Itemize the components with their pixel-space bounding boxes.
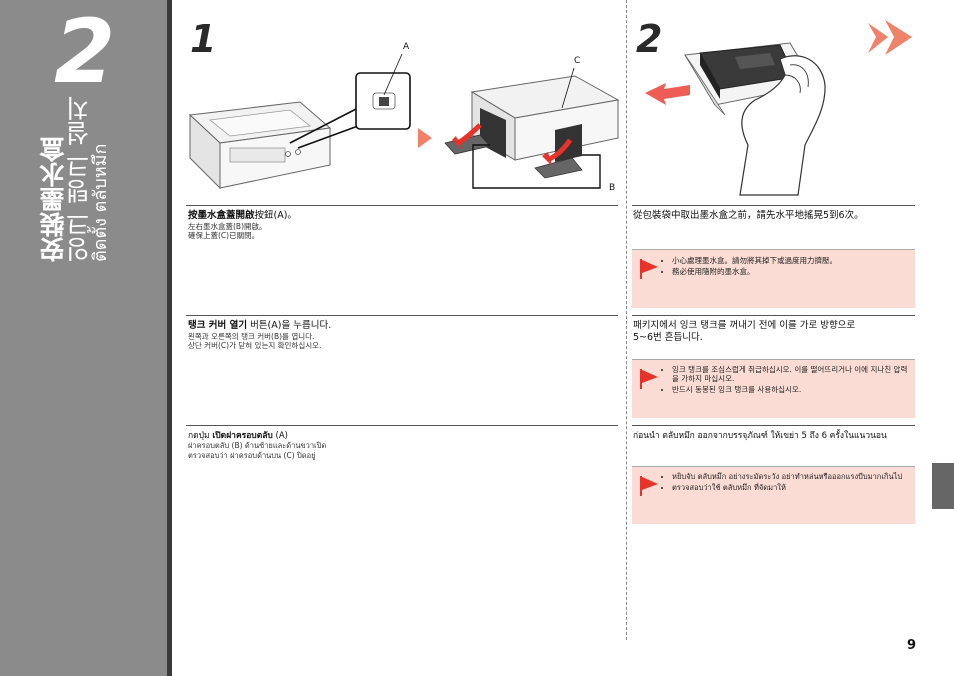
- caution-flag-icon: [640, 259, 658, 279]
- step-2-number: 2: [636, 17, 663, 61]
- step2-th-block: ก่อนนำ ตลับหมึก ออกจากบรรจุภัณฑ์ ให้เขย่…: [633, 431, 915, 441]
- step2-zh-caution: 小心處理墨水盒。請勿將其掉下或過度用力擠壓。 務必使用隨附的墨水盒。: [632, 249, 915, 308]
- rule-th-step2: [632, 425, 915, 426]
- callout-label-b: B: [609, 183, 616, 193]
- shake-arrow-left: [645, 83, 690, 105]
- column-divider: [626, 0, 627, 640]
- step2-ko-caution-1: 잉크 탱크를 조심스럽게 취급하십시오. 이를 떨어뜨리거나 이에 지나친 압력…: [672, 365, 912, 383]
- step2-zh-instruction: 從包裝袋中取出墨水盒之前，請先水平地搖晃5到6次。: [633, 210, 864, 221]
- step1-th-block: กดปุ่ม เปิดฝาครอบตลับ (A) ฝาครอบตลับ (B)…: [188, 431, 613, 460]
- step2-ko-caution-2: 반드시 동봉된 잉크 탱크를 사용하십시오.: [672, 385, 912, 394]
- step1-ko-block: 탱크 커버 열기 버튼(A)을 누릅니다. 왼쪽과 오른쪽의 탱크 커버(B)를…: [188, 320, 613, 350]
- step1-th-suffix: (A): [272, 431, 288, 441]
- section-title: 安裝墨水盒 잉크 탱크 설치 ติดตั้ง ตลับหมึก: [39, 96, 123, 266]
- step1-ko-button-name: 탱크 커버 열기: [188, 320, 248, 331]
- rule-th-step1: [186, 425, 618, 426]
- sidebar-edge: [167, 0, 172, 676]
- step2-th-caution-2: ตรวจสอบว่าใช้ ตลับหมึก ที่จัดมาให้: [672, 483, 912, 492]
- printer-illustration: [188, 53, 620, 190]
- step1-th-sub1: ฝาครอบตลับ (B) ด้านซ้ายและด้านขวาเปิด: [188, 441, 327, 451]
- step2-ko-caution: 잉크 탱크를 조심스럽게 취급하십시오. 이를 떨어뜨리거나 이에 지나친 압력…: [632, 359, 915, 418]
- step1-zh-sub1: 左右墨水盒蓋(B)開啟。: [188, 221, 267, 231]
- step1-ko-sub2: 상단 커버(C)가 닫혀 있는지 확인하십시오.: [188, 340, 322, 350]
- step2-ko-block: 패키지에서 잉크 탱크를 꺼내기 전에 이를 가로 방향으로 5~6번 흔듭니다…: [633, 320, 915, 343]
- step1-zh-sub2: 確保上蓋(C)已關閉。: [188, 230, 260, 240]
- step2-ko-instruction-1: 패키지에서 잉크 탱크를 꺼내기 전에 이를 가로 방향으로: [633, 320, 856, 331]
- rule-zh-step1: [186, 205, 618, 206]
- printer-closed-image: [188, 101, 359, 190]
- printer-open-image: [444, 67, 620, 189]
- section-number: 2: [54, 0, 116, 103]
- section-edge-tab: [932, 463, 954, 509]
- rule-zh-step2: [632, 205, 915, 206]
- step1-ko-instruction: 버튼(A)을 누릅니다.: [247, 320, 332, 331]
- rule-ko-step1: [186, 315, 618, 316]
- step1-ko-sub1: 왼쪽과 오른쪽의 탱크 커버(B)를 엽니다.: [188, 331, 315, 341]
- step1-th-prefix: กดปุ่ม: [188, 431, 213, 441]
- title-korean: 잉크 탱크 설치: [64, 96, 94, 262]
- step2-zh-caution-1: 小心處理墨水盒。請勿將其掉下或過度用力擠壓。: [672, 256, 837, 265]
- page-number: 9: [906, 638, 916, 653]
- rule-ko-step2: [632, 315, 915, 316]
- step2-ko-instruction-2: 5~6번 흔듭니다.: [633, 331, 703, 343]
- caution-flag-icon: [640, 476, 658, 496]
- step2-zh-caution-2: 務必使用隨附的墨水盒。: [672, 267, 837, 276]
- tank-cover-open-button-callout: [355, 53, 411, 130]
- step2-th-caution: หยิบจับ ตลับหมึก อย่างระมัดระวัง อย่าทำห…: [632, 466, 915, 524]
- shake-ink-tank-illustration: [645, 20, 912, 196]
- title-thai: ติดตั้ง ตลับหมึก: [90, 143, 111, 262]
- step1-zh-button-name: 按墨水盒蓋開啟: [188, 210, 255, 221]
- step-arrow: [418, 128, 432, 148]
- shake-arrow-right-2: [885, 20, 912, 55]
- step2-th-instruction: ก่อนนำ ตลับหมึก ออกจากบรรจุภัณฑ์ ให้เขย่…: [633, 431, 887, 441]
- callout-label-a: A: [403, 42, 410, 52]
- section-sidebar: [0, 0, 167, 676]
- step2-th-caution-1: หยิบจับ ตลับหมึก อย่างระมัดระวัง อย่าทำห…: [672, 472, 912, 481]
- step2-zh-block: 從包裝袋中取出墨水盒之前，請先水平地搖晃5到6次。: [633, 210, 915, 222]
- step-1-number: 1: [190, 17, 217, 61]
- shake-arrow-right-1: [868, 23, 888, 53]
- step1-zh-block: 按墨水盒蓋開啟按鈕(A)。 左右墨水盒蓋(B)開啟。 確保上蓋(C)已關閉。: [188, 210, 613, 240]
- callout-label-c: C: [574, 56, 581, 66]
- title-chinese: 安裝墨水盒: [39, 136, 68, 262]
- step1-zh-instruction: 按鈕(A)。: [254, 210, 297, 221]
- step1-th-sub2: ตรวจสอบว่า ฝาครอบด้านบน (C) ปิดอยู่: [188, 450, 316, 460]
- step1-th-button-name: เปิดฝาครอบตลับ: [212, 431, 273, 441]
- caution-flag-icon: [640, 369, 658, 389]
